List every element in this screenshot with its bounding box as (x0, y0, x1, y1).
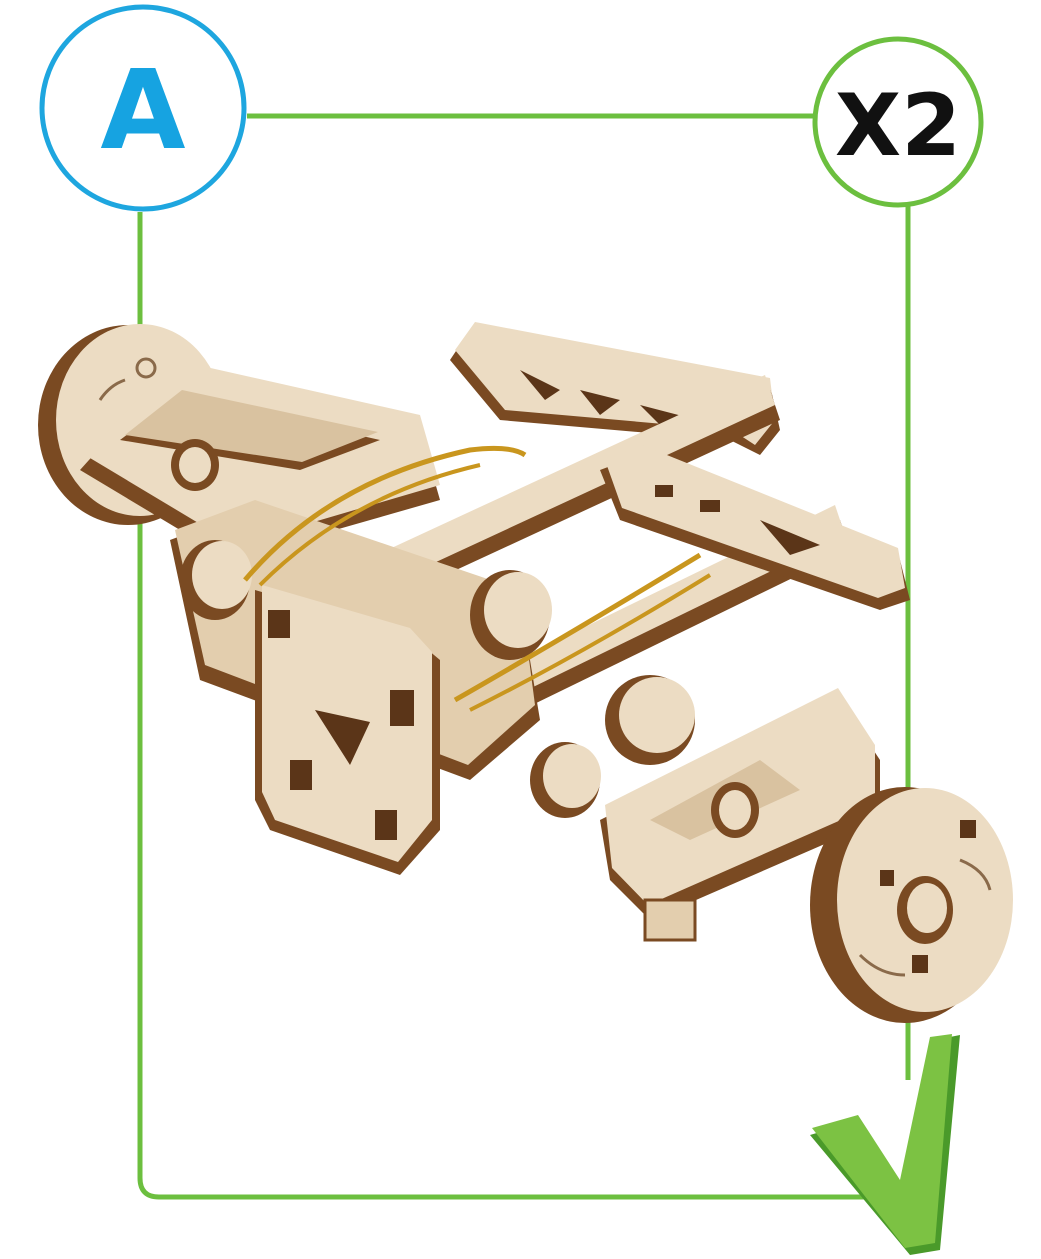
quantity-text: X2 (835, 76, 961, 176)
wooden-model-illustration (38, 322, 1013, 1023)
checkmark-icon (810, 1034, 960, 1255)
quantity-badge: X2 (815, 39, 981, 205)
step-label-badge: A (42, 7, 244, 209)
step-label-text: A (100, 46, 185, 174)
right-wheel (810, 787, 1013, 1023)
